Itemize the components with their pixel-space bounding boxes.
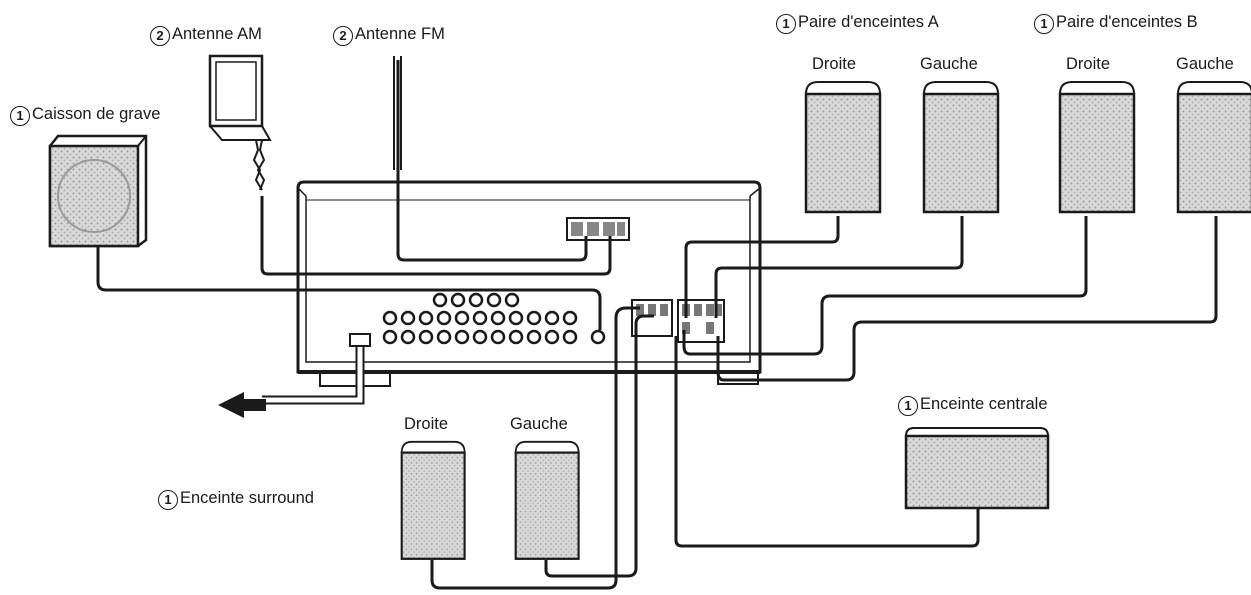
number-badge: 1 (776, 14, 796, 34)
label-text: Paire d'enceintes B (1056, 13, 1198, 31)
number-badge: 1 (10, 106, 30, 126)
number-badge: 2 (333, 26, 353, 46)
speaker-surround-left (514, 440, 580, 560)
speaker-b-right (1058, 80, 1136, 214)
fm-wire-antenna (393, 56, 402, 170)
speaker-center (904, 427, 1050, 510)
number-badge: 2 (150, 26, 170, 46)
label-text: Caisson de grave (32, 105, 161, 123)
label-a-right: Droite (812, 55, 857, 73)
arrow-left-icon (218, 392, 266, 418)
label-text: Enceinte centrale (920, 395, 1048, 413)
speaker-surround-right (400, 440, 466, 560)
label-b-right: Droite (1066, 55, 1111, 73)
number-badge: 1 (158, 490, 178, 510)
label-surround-left: Gauche (510, 415, 568, 433)
speaker-a-right (804, 80, 882, 214)
wiring (96, 60, 1218, 590)
label-text: Paire d'enceintes A (798, 13, 939, 31)
label-a-left: Gauche (920, 55, 978, 73)
number-badge: 1 (1034, 14, 1054, 34)
speaker-terminals (631, 299, 725, 343)
antenna-terminals (566, 217, 630, 241)
label-text: Antenne FM (355, 25, 445, 43)
speaker-b-left (1176, 80, 1251, 214)
power-cord (262, 333, 371, 405)
subwoofer (48, 134, 148, 248)
number-badge: 1 (898, 396, 918, 416)
label-b-left: Gauche (1176, 55, 1234, 73)
rca-jacks (382, 292, 606, 345)
speaker-a-left (922, 80, 1000, 214)
label-text: Enceinte surround (180, 489, 314, 507)
label-surround-right: Droite (404, 415, 449, 433)
am-loop-antenna (208, 54, 272, 191)
label-text: Antenne AM (172, 25, 262, 43)
